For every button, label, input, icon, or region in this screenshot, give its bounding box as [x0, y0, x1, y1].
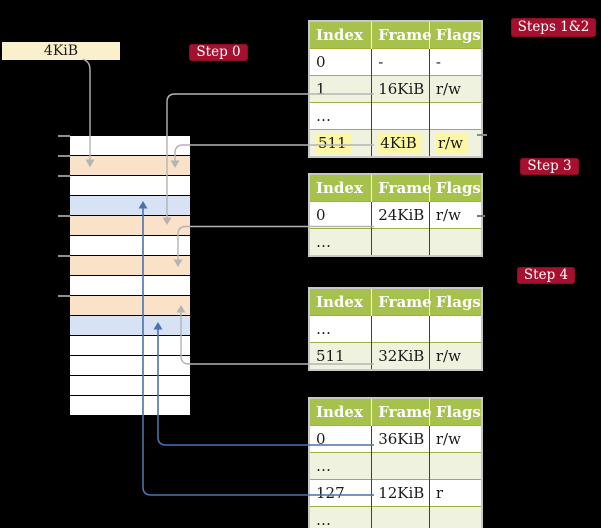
table-cell: …	[309, 228, 372, 256]
page-size-label: 4KiB	[2, 42, 120, 60]
column-header: Frame	[371, 174, 432, 202]
page-table-steps-1-2: Index Frame Flags 0 - - 1 16KiB r/w … 51…	[308, 20, 483, 158]
table-row: …	[309, 228, 482, 256]
table-cell: r/w	[428, 342, 482, 370]
column-header: Index	[309, 398, 372, 426]
memory-frame-row	[70, 216, 190, 235]
memory-frame-row	[70, 136, 190, 155]
memory-frame-row	[70, 296, 190, 315]
table-cell: 511	[309, 342, 372, 370]
table-row: 0 - -	[309, 48, 482, 76]
table-cell: 127	[309, 479, 372, 507]
memory-frame-row	[70, 256, 190, 275]
table-cell	[428, 315, 482, 343]
column-header: Flags	[428, 174, 482, 202]
table-row: 511 32KiB r/w	[309, 342, 482, 370]
highlighted-value: r/w	[435, 134, 467, 153]
table-cell: …	[309, 506, 372, 528]
column-header: Flags	[428, 288, 482, 316]
table-cell: -	[428, 48, 482, 76]
memory-frame-row	[70, 336, 190, 355]
table-cell: 16KiB	[371, 75, 430, 103]
column-header: Index	[309, 21, 372, 49]
address-tick	[58, 155, 70, 157]
table-row: …	[309, 102, 482, 130]
memory-frame-row	[70, 356, 190, 375]
memory-frame-row	[70, 156, 190, 175]
column-header: Index	[309, 288, 372, 316]
table-cell: 24KiB	[371, 201, 430, 229]
table-cell	[371, 228, 430, 256]
table-cell: r/w	[428, 201, 482, 229]
table-cell: r/w	[428, 75, 482, 103]
table-row-highlighted: 511 4KiB r/w	[309, 129, 482, 157]
table-cell	[428, 506, 482, 528]
highlighted-value: 4KiB	[378, 134, 421, 153]
table-cell: 32KiB	[371, 342, 430, 370]
page-table-step-4: Index Frame Flags … 511 32KiB r/w	[308, 287, 483, 371]
table-cell	[371, 506, 430, 528]
table-cell: 1	[309, 75, 372, 103]
table-row: …	[309, 315, 482, 343]
table-cell: 0	[309, 201, 372, 229]
table-row: …	[309, 506, 482, 528]
memory-frame-row	[70, 196, 190, 215]
column-header: Frame	[371, 21, 432, 49]
column-header: Frame	[371, 398, 432, 426]
step-0-badge: Step 0	[189, 44, 248, 61]
memory-frame-row	[70, 276, 190, 295]
table-cell	[428, 452, 482, 480]
physical-memory-stack	[70, 136, 190, 416]
column-header: Frame	[371, 288, 432, 316]
table-cell: r	[428, 479, 482, 507]
steps-1-2-badge: Steps 1&2	[511, 18, 596, 37]
page-table-step-3: Index Frame Flags 0 24KiB r/w …	[308, 173, 483, 257]
table-cell: -	[371, 48, 430, 76]
table-cell	[371, 452, 430, 480]
memory-frame-row	[70, 176, 190, 195]
table-cell: 511	[309, 129, 372, 157]
step-4-badge: Step 4	[517, 267, 575, 284]
table-cell	[428, 228, 482, 256]
table-cell: 36KiB	[371, 425, 430, 453]
table-row: 1 16KiB r/w	[309, 75, 482, 103]
column-header: Flags	[428, 21, 482, 49]
address-tick	[58, 135, 70, 137]
highlighted-value: 511	[316, 134, 351, 153]
table-cell: r/w	[428, 425, 482, 453]
table-row: 127 12KiB r	[309, 479, 482, 507]
memory-frame-row	[70, 396, 190, 415]
table-cell: …	[309, 315, 372, 343]
address-tick	[58, 215, 70, 217]
column-header: Index	[309, 174, 372, 202]
table-cell	[428, 102, 482, 130]
table-cell	[371, 102, 430, 130]
table-cell: …	[309, 452, 372, 480]
table-cell: r/w	[428, 129, 482, 157]
memory-frame-row	[70, 376, 190, 395]
address-tick	[58, 295, 70, 297]
table-cell	[371, 315, 430, 343]
table-cell: 0	[309, 48, 372, 76]
address-tick	[58, 175, 70, 177]
table-cell: 0	[309, 425, 372, 453]
table-row: …	[309, 452, 482, 480]
page-table-bottom: Index Frame Flags 0 36KiB r/w … 127 12Ki…	[308, 397, 483, 528]
table-cell: 12KiB	[371, 479, 430, 507]
memory-frame-row	[70, 316, 190, 335]
step-3-badge: Step 3	[520, 158, 579, 175]
address-tick	[58, 255, 70, 257]
table-cell: 4KiB	[371, 129, 430, 157]
table-row: 0 36KiB r/w	[309, 425, 482, 453]
column-header: Flags	[428, 398, 482, 426]
table-cell: …	[309, 102, 372, 130]
memory-frame-row	[70, 236, 190, 255]
table-row: 0 24KiB r/w	[309, 201, 482, 229]
